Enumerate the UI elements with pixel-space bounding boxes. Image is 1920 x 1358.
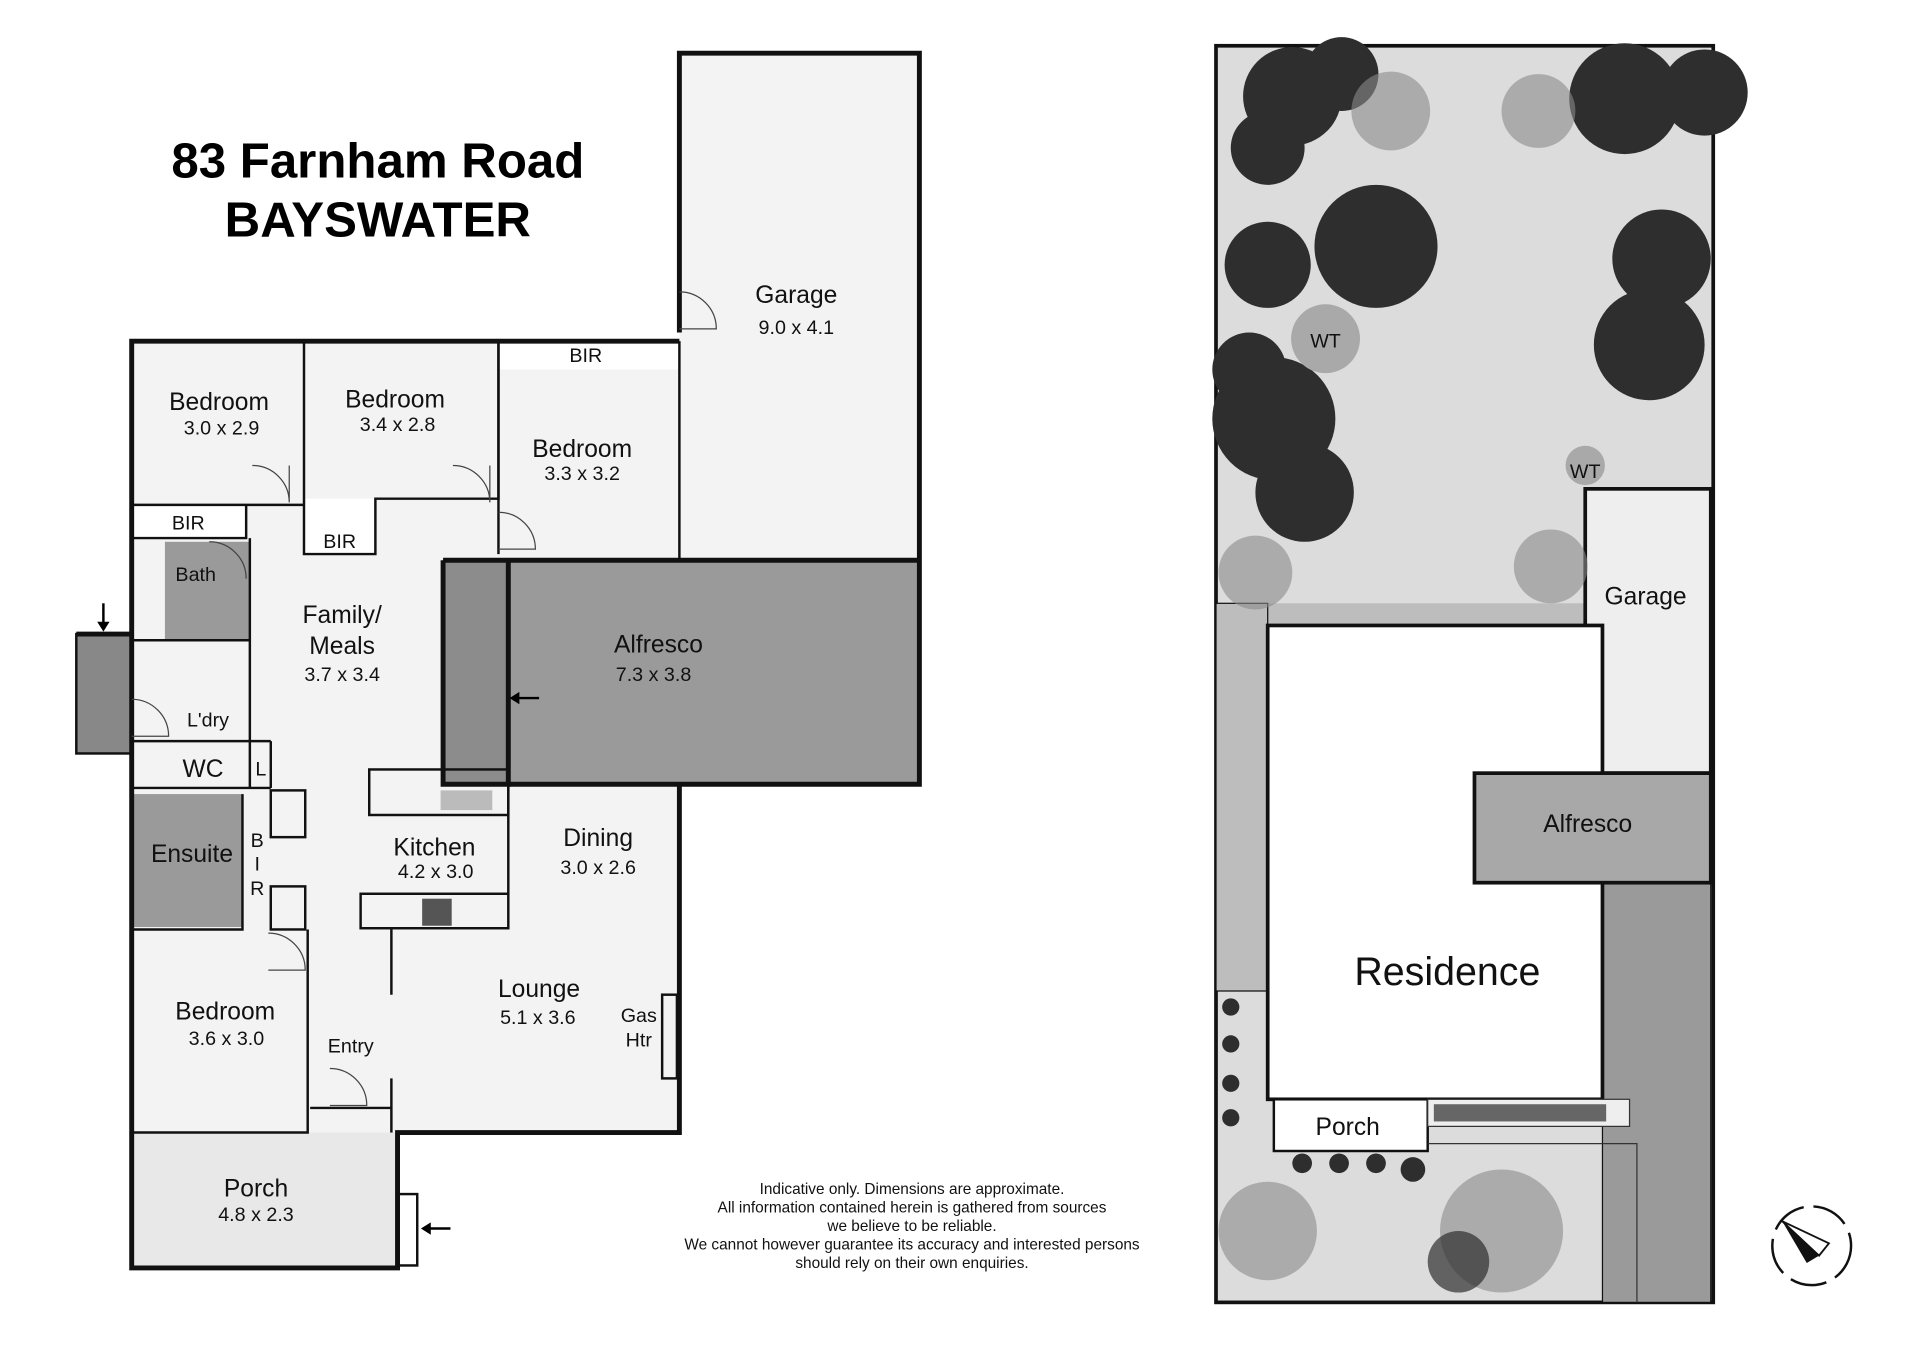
garage-name: Garage [755, 282, 837, 309]
kitchen-dims: 4.2 x 3.0 [398, 861, 474, 883]
sink-icon [440, 790, 493, 811]
disclaimer-line: We cannot however guarantee its accuracy… [684, 1236, 1140, 1253]
disclaimer-line: we believe to be reliable. [826, 1218, 996, 1235]
outdoor-unit [76, 634, 132, 754]
bir-r: R [250, 878, 264, 900]
linen-name: L [255, 759, 266, 781]
porch-area [131, 1132, 398, 1268]
disclaimer-line: should rely on their own enquiries. [795, 1255, 1028, 1272]
bir-label-bedroom1: BIR [172, 512, 205, 534]
arrow-left-icon [509, 691, 540, 705]
site-alfresco-label: Alfresco [1543, 811, 1632, 838]
alfresco-name: Alfresco [614, 632, 703, 659]
north-arrow-compass-icon [1771, 1205, 1853, 1287]
wc-name: WC [183, 756, 224, 783]
bedroom2-name: Bedroom [345, 387, 445, 414]
site-plan: WT WT Garage Alfresco Residence Porch [1212, 37, 1748, 1305]
site-garage-label: Garage [1604, 584, 1686, 611]
garage-area [679, 53, 920, 561]
kitchen-name: Kitchen [393, 835, 475, 862]
lounge-name: Lounge [498, 976, 580, 1003]
bedroom3-dims: 3.3 x 3.2 [544, 463, 620, 485]
disclaimer: Indicative only. Dimensions are approxim… [684, 1181, 1140, 1272]
alfresco-area [508, 560, 920, 785]
water-tank-small [1565, 445, 1605, 486]
disclaimer-line: Indicative only. Dimensions are approxim… [760, 1181, 1065, 1198]
lounge-dims: 5.1 x 3.6 [500, 1007, 576, 1029]
bedroom1-dims: 3.0 x 2.9 [184, 418, 260, 440]
arrow-down-icon [97, 603, 110, 632]
dining-dims: 3.0 x 2.6 [560, 857, 636, 879]
water-tank-large [1291, 304, 1360, 374]
site-alfresco [1472, 771, 1713, 885]
alfresco-inner [443, 560, 509, 785]
suburb-title: BAYSWATER [225, 193, 531, 248]
alfresco-dims: 7.3 x 3.8 [616, 664, 692, 686]
ensuite-name: Ensuite [151, 841, 233, 868]
ensuite-area [131, 794, 243, 927]
bedroom1-name: Bedroom [169, 389, 269, 416]
site-residence-label: Residence [1354, 950, 1540, 994]
site-porch-label: Porch [1316, 1114, 1380, 1141]
entry-arrow-left-icon [420, 1222, 451, 1235]
gas-heater-1: Gas [621, 1005, 657, 1027]
bedroom4-dims: 3.6 x 3.0 [189, 1028, 265, 1050]
laundry-name: L'dry [187, 709, 229, 731]
family-dims: 3.7 x 3.4 [304, 664, 380, 686]
water-tank-label: WT [1310, 330, 1341, 352]
address-title: 83 Farnham Road [171, 133, 584, 188]
cooktop-icon [422, 898, 452, 926]
porch-dims: 4.8 x 2.3 [218, 1204, 294, 1226]
porch-name: Porch [224, 1176, 288, 1203]
family-name-1: Family/ [303, 602, 382, 629]
bir-label-bedroom3: BIR [569, 345, 602, 367]
bir-label-bedroom2: BIR [323, 531, 356, 553]
bedroom4-name: Bedroom [175, 998, 275, 1025]
disclaimer-line: All information contained herein is gath… [718, 1200, 1107, 1217]
tree-icons [1212, 37, 1748, 1293]
bath-area [164, 541, 250, 641]
entry-name: Entry [328, 1036, 374, 1058]
bir-b: B [251, 830, 264, 852]
bedroom3-name: Bedroom [532, 436, 632, 463]
floor-plan: Garage 9.0 x 4.1 Bedroom 3.0 x 2.9 Bedro… [75, 50, 922, 1271]
bir-i: I [254, 853, 259, 875]
site-porch [1272, 1098, 1429, 1153]
water-tank-label: WT [1570, 461, 1601, 483]
garage-dims: 9.0 x 4.1 [759, 317, 835, 339]
dining-name: Dining [563, 825, 633, 852]
bedroom2-dims: 3.4 x 2.8 [360, 414, 436, 436]
gas-heater-2: Htr [626, 1029, 653, 1051]
bath-name: Bath [175, 564, 216, 586]
family-name-2: Meals [309, 633, 375, 660]
